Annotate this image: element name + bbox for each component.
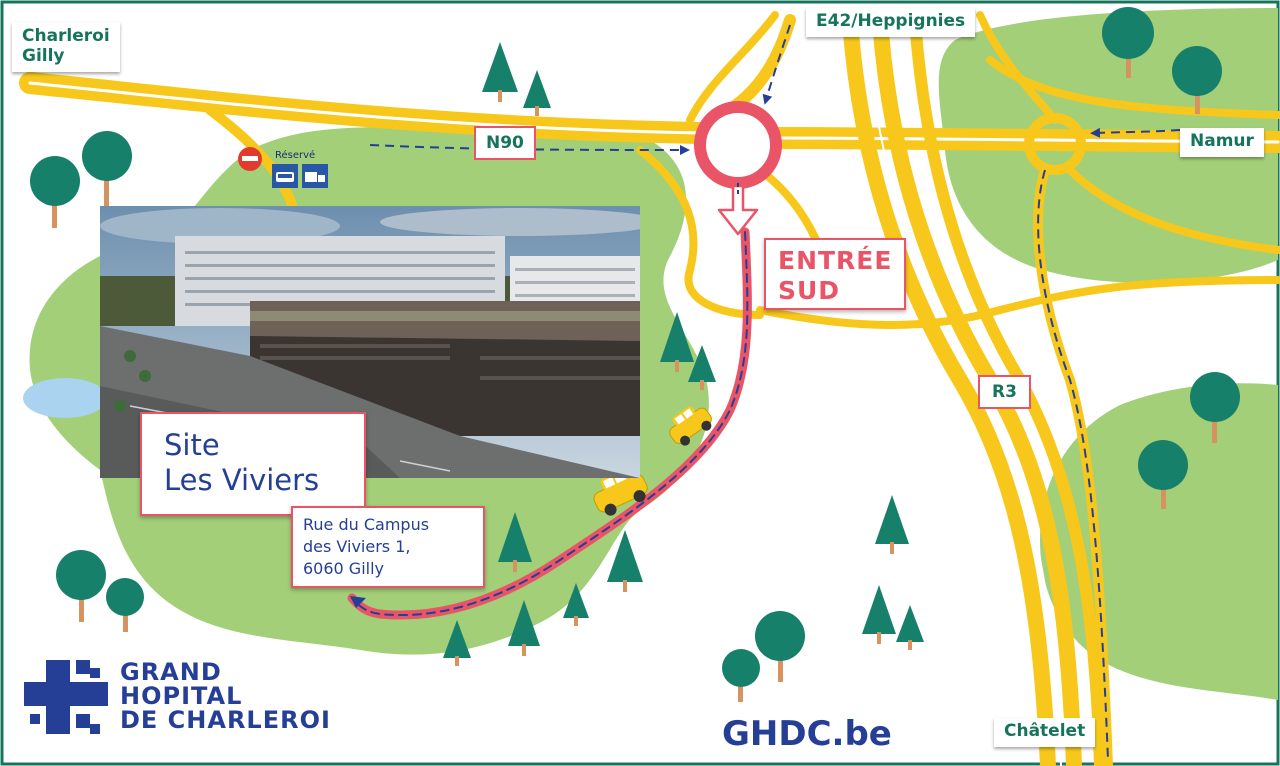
logo-wordmark: GRAND HOPITAL DE CHARLEROI — [120, 660, 331, 732]
pine-tree-icon — [607, 530, 643, 582]
south-entrance-line-1: ENTRÉE — [778, 246, 893, 275]
taxi-icon — [669, 406, 712, 446]
logo-line-1: GRAND — [120, 658, 222, 686]
round-tree-icon — [1172, 46, 1222, 96]
pine-tree-icon — [482, 42, 518, 92]
bus-icon — [272, 164, 298, 188]
pine-tree-icon — [875, 495, 909, 544]
pine-tree-icon — [688, 345, 716, 382]
direction-chatelet: Châtelet — [994, 718, 1096, 747]
direction-charleroi-gilly: Charleroi Gilly — [12, 22, 120, 72]
site-name-box: Site Les Viviers — [140, 412, 366, 516]
road-label-n90: N90 — [474, 126, 536, 160]
roundabout-main — [694, 101, 782, 189]
ghdc-logo: GRAND HOPITAL DE CHARLEROI — [24, 660, 354, 740]
pine-tree-icon — [896, 605, 924, 642]
direction-namur: Namur — [1180, 128, 1264, 157]
round-tree-icon — [30, 156, 80, 206]
pine-tree-icon — [443, 620, 471, 658]
address-line-3: 6060 Gilly — [303, 559, 385, 578]
ghdc-cross-icon — [24, 660, 108, 734]
pine-tree-icon — [563, 583, 589, 618]
pine-tree-icon — [862, 585, 896, 634]
round-tree-icon — [82, 131, 132, 181]
pond — [23, 378, 107, 418]
site-name-line-2: Les Viviers — [164, 463, 320, 497]
direction-e42: E42/Heppignies — [806, 8, 976, 37]
south-entrance-label: ENTRÉE SUD — [764, 238, 906, 310]
round-tree-icon — [722, 649, 760, 687]
round-tree-icon — [755, 611, 805, 661]
round-tree-icon — [106, 578, 144, 616]
round-tree-icon — [1138, 440, 1188, 490]
truck-icon — [302, 164, 328, 188]
pine-tree-icon — [498, 512, 532, 562]
pine-tree-icon — [523, 70, 551, 108]
address-line-1: Rue du Campus — [303, 515, 430, 534]
address-line-2: des Viviers 1, — [303, 537, 411, 556]
logo-line-3: DE CHARLEROI — [120, 706, 331, 734]
site-name-line-1: Site — [164, 428, 220, 462]
address-box: Rue du Campus des Viviers 1, 6060 Gilly — [291, 506, 485, 588]
pine-tree-icon — [660, 312, 694, 362]
direction-charleroi-gilly-line-2: Gilly — [22, 46, 65, 66]
logo-line-2: HOPITAL — [120, 682, 243, 710]
round-tree-icon — [1190, 372, 1240, 422]
roundabout-east — [1024, 113, 1086, 175]
pine-tree-icon — [508, 600, 540, 646]
website-link[interactable]: GHDC.be — [722, 714, 892, 754]
direction-charleroi-gilly-line-1: Charleroi — [22, 26, 110, 46]
round-tree-icon — [56, 550, 106, 600]
reserved-label: Réservé — [275, 150, 316, 161]
round-tree-icon — [1102, 7, 1154, 59]
road-label-r3: R3 — [978, 375, 1031, 409]
south-entrance-line-2: SUD — [778, 276, 841, 305]
